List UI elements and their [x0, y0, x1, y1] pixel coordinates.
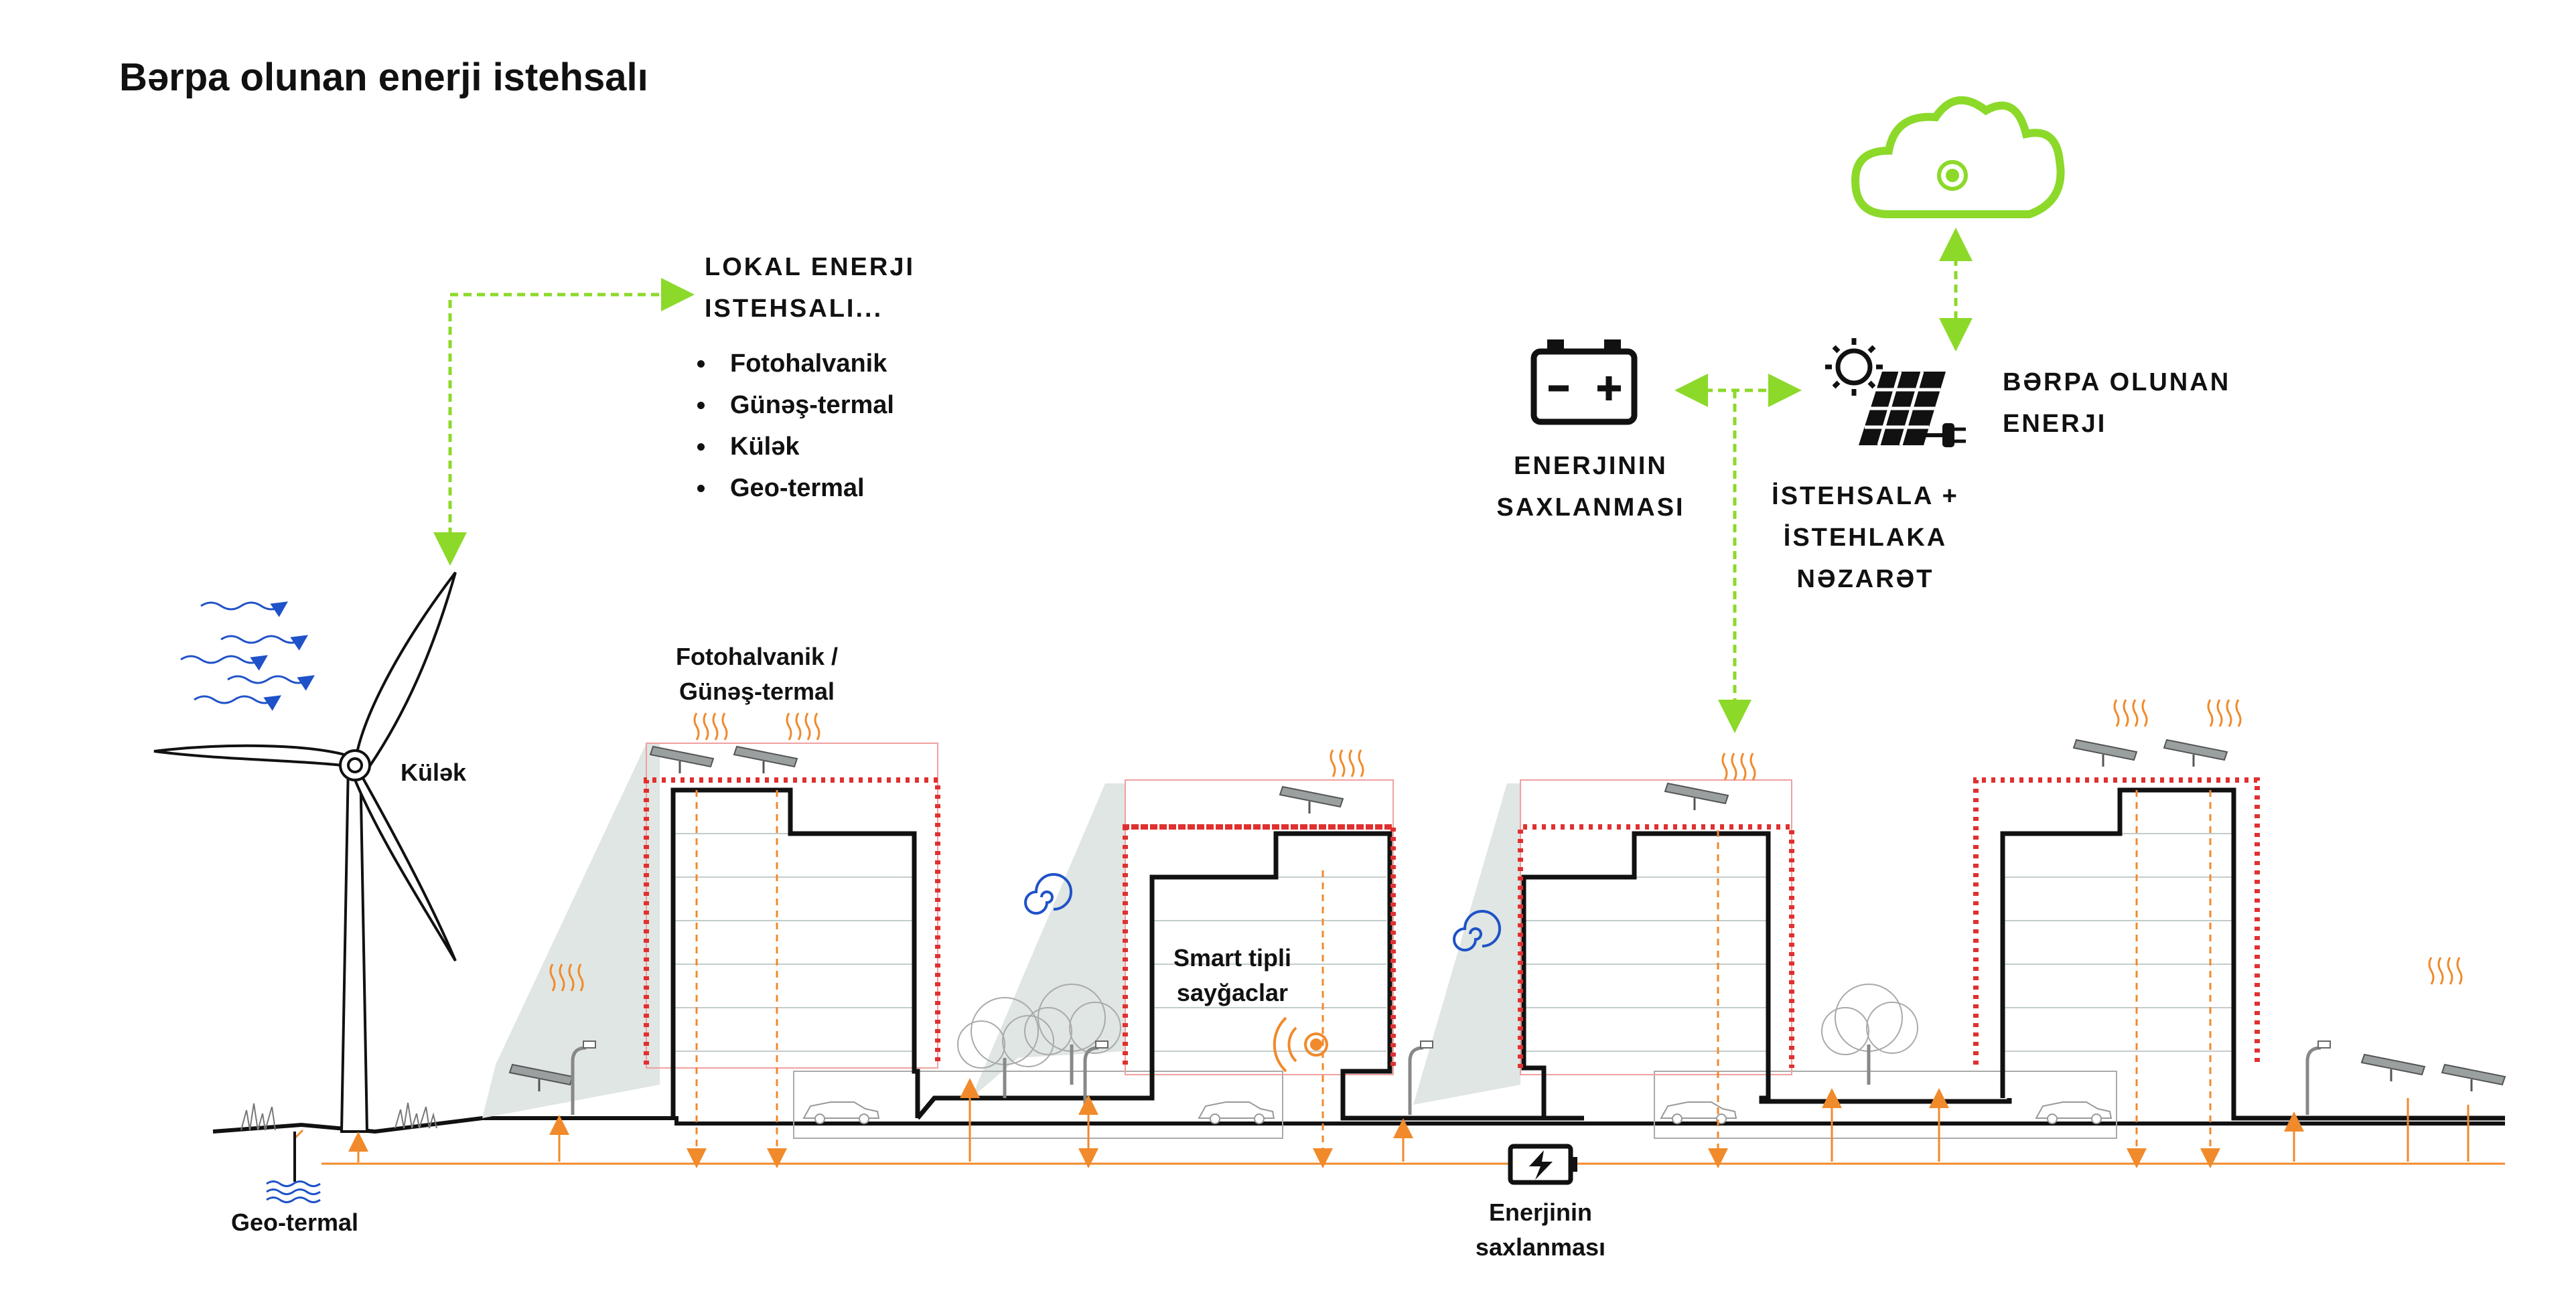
battery-icon — [1530, 339, 1638, 425]
control-label-line2: İSTEHLAKA NƏZARƏT — [1783, 524, 1948, 593]
energy-network — [293, 790, 2505, 1168]
parking-levels — [793, 1071, 2117, 1139]
renewable-label-line2: ENERJI — [2003, 410, 2107, 438]
control-label-line1: İSTEHSALA + — [1772, 482, 1959, 510]
pv-label: Fotohalvanik / Günəş-termal — [623, 639, 891, 709]
pv-label-line2: Günəş-termal — [678, 678, 835, 705]
wind-label: Külək — [401, 759, 467, 786]
grass — [240, 1102, 437, 1131]
list-item: Külək — [717, 426, 894, 467]
storage-bottom-label: Enerjinin saxlanması — [1453, 1195, 1628, 1265]
storage-label-line1: ENERJININ — [1514, 452, 1668, 480]
smart-meter-label: Smart tipli sayğaclar — [1149, 941, 1316, 1010]
list-item: Geo-termal — [717, 467, 894, 509]
storage-bottom-label-line2: saxlanması — [1475, 1233, 1606, 1261]
geothermal-label: Geo-termal — [230, 1209, 359, 1236]
list-item: Günəş-termal — [717, 384, 894, 426]
storage-bottom-label-line1: Enerjinin — [1488, 1199, 1593, 1226]
local-energy-heading-line1: LOKAL ENERJI — [705, 253, 916, 281]
geothermal-icon — [266, 1132, 321, 1203]
green-connectors — [433, 228, 1973, 733]
smart-meter-label-line2: sayğaclar — [1176, 979, 1289, 1006]
smart-meter-label-line1: Smart tipli — [1173, 944, 1292, 972]
renewable-label: BƏRPA OLUNAN ENERJI — [2003, 362, 2230, 445]
cloud-icon — [1851, 96, 2065, 218]
storage-label: ENERJININ SAXLANMASI — [1467, 445, 1715, 528]
solar-panel-plug-icon — [1859, 371, 1966, 447]
control-label: İSTEHSALA + İSTEHLAKA NƏZARƏT — [1715, 475, 2016, 600]
storage-label-line2: SAXLANMASI — [1496, 493, 1685, 522]
renewable-label-line1: BƏRPA OLUNAN — [2003, 368, 2231, 396]
light-cones — [482, 743, 1520, 1118]
building-1 — [644, 743, 940, 1118]
local-energy-heading-line2: ISTEHSALI... — [705, 295, 883, 323]
building-4 — [1973, 777, 2505, 1121]
wind-turbine-icon — [153, 571, 457, 1133]
building-3 — [1518, 779, 2012, 1118]
list-item: Fotohalvanik — [717, 343, 894, 384]
storage-battery-icon — [1508, 1144, 1577, 1185]
local-energy-heading: LOKAL ENERJI ISTEHSALI... — [705, 246, 915, 329]
pv-label-line1: Fotohalvanik / — [675, 643, 839, 670]
local-energy-list: Fotohalvanik Günəş-termal Külək Geo-term… — [690, 343, 894, 509]
wind-arrows — [180, 601, 315, 711]
page-title: Bərpa olunan enerji istehsalı — [119, 56, 648, 99]
signal-icon — [1273, 1016, 1328, 1073]
sun-icon — [1825, 338, 1883, 396]
